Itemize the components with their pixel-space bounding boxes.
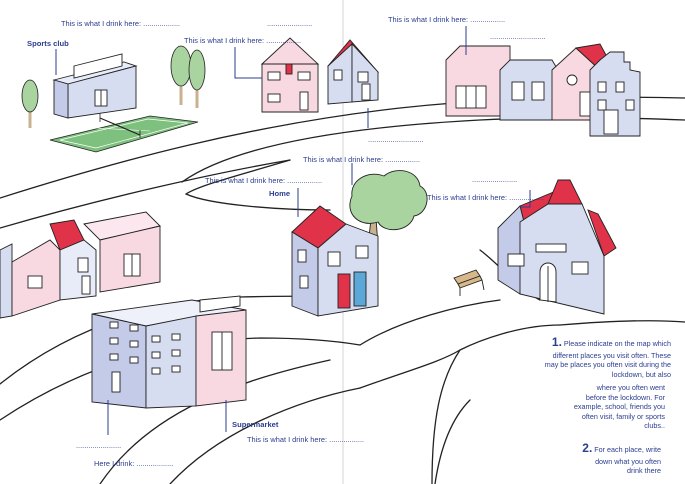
school-building	[497, 179, 617, 315]
step-1b-line: where you often went	[596, 383, 665, 392]
step-1-number: 1.	[551, 335, 562, 349]
tennis-court	[49, 113, 199, 153]
step-1-line: Please indicate on the map which	[563, 339, 671, 348]
drink-label-top-center: This is what I drink here: .............…	[184, 36, 302, 45]
park-bench	[453, 269, 485, 296]
blank-line-school: ......................	[472, 175, 518, 184]
drink-label-top-right: This is what I drink here: .............…	[388, 15, 506, 24]
drink-label-school: This is what I drink here: .............…	[427, 193, 545, 202]
step-1b-line: often visit, family or sports	[581, 411, 665, 421]
instruction-step-1-continued: where you often went before the lockdown…	[505, 383, 665, 431]
sports-club-building	[52, 53, 138, 119]
step-1b-line: before the lockdown. For	[585, 392, 665, 402]
house-top-pink	[260, 37, 320, 113]
instruction-step-2: 2. For each place, write down what you o…	[521, 441, 661, 476]
house-top-blue	[327, 39, 380, 105]
step-2-line: down what you often	[595, 456, 661, 466]
trees-sports-club	[21, 45, 206, 128]
drink-label-top-left: This is what I drink here: .............…	[61, 19, 181, 28]
drink-label-supermarket: This is what I drink here: .............…	[247, 435, 365, 444]
house-row-left	[0, 211, 161, 319]
step-1b-line: example, school, friends you	[573, 402, 665, 411]
step-2-line: For each place, write	[594, 445, 661, 454]
home-building	[291, 205, 379, 317]
blank-line-middle: ...........................	[368, 135, 424, 144]
supermarket-building	[91, 295, 247, 409]
instruction-step-1: 1. Please indicate on the map which diff…	[471, 335, 671, 379]
pointer-lines	[55, 26, 531, 435]
step-1-line: may be places you often visit during the	[544, 360, 671, 370]
drink-label-center: This is what I drink here: .............…	[303, 155, 421, 164]
home-label: Home	[269, 189, 291, 198]
house-row-top-right	[445, 43, 641, 137]
step-1-line: lockdown, but also	[611, 369, 671, 379]
here-i-drink-label: Here I drink: ..................	[94, 459, 174, 468]
step-2-number: 2.	[582, 441, 593, 455]
drink-label-home: This is what I drink here: .............…	[205, 176, 323, 185]
step-1-line: different places you visit often. These	[552, 350, 671, 360]
blank-line-top-right: ...........................	[490, 32, 546, 41]
step-1b-line: clubs..	[644, 421, 665, 430]
step-2-line: drink there	[627, 466, 661, 476]
supermarket-label: Supermarket	[232, 420, 279, 429]
blank-line-bottom-left: ......................	[76, 441, 122, 450]
sports-club-label: Sports club	[27, 39, 69, 48]
blank-line-top-center: ......................	[267, 19, 313, 28]
